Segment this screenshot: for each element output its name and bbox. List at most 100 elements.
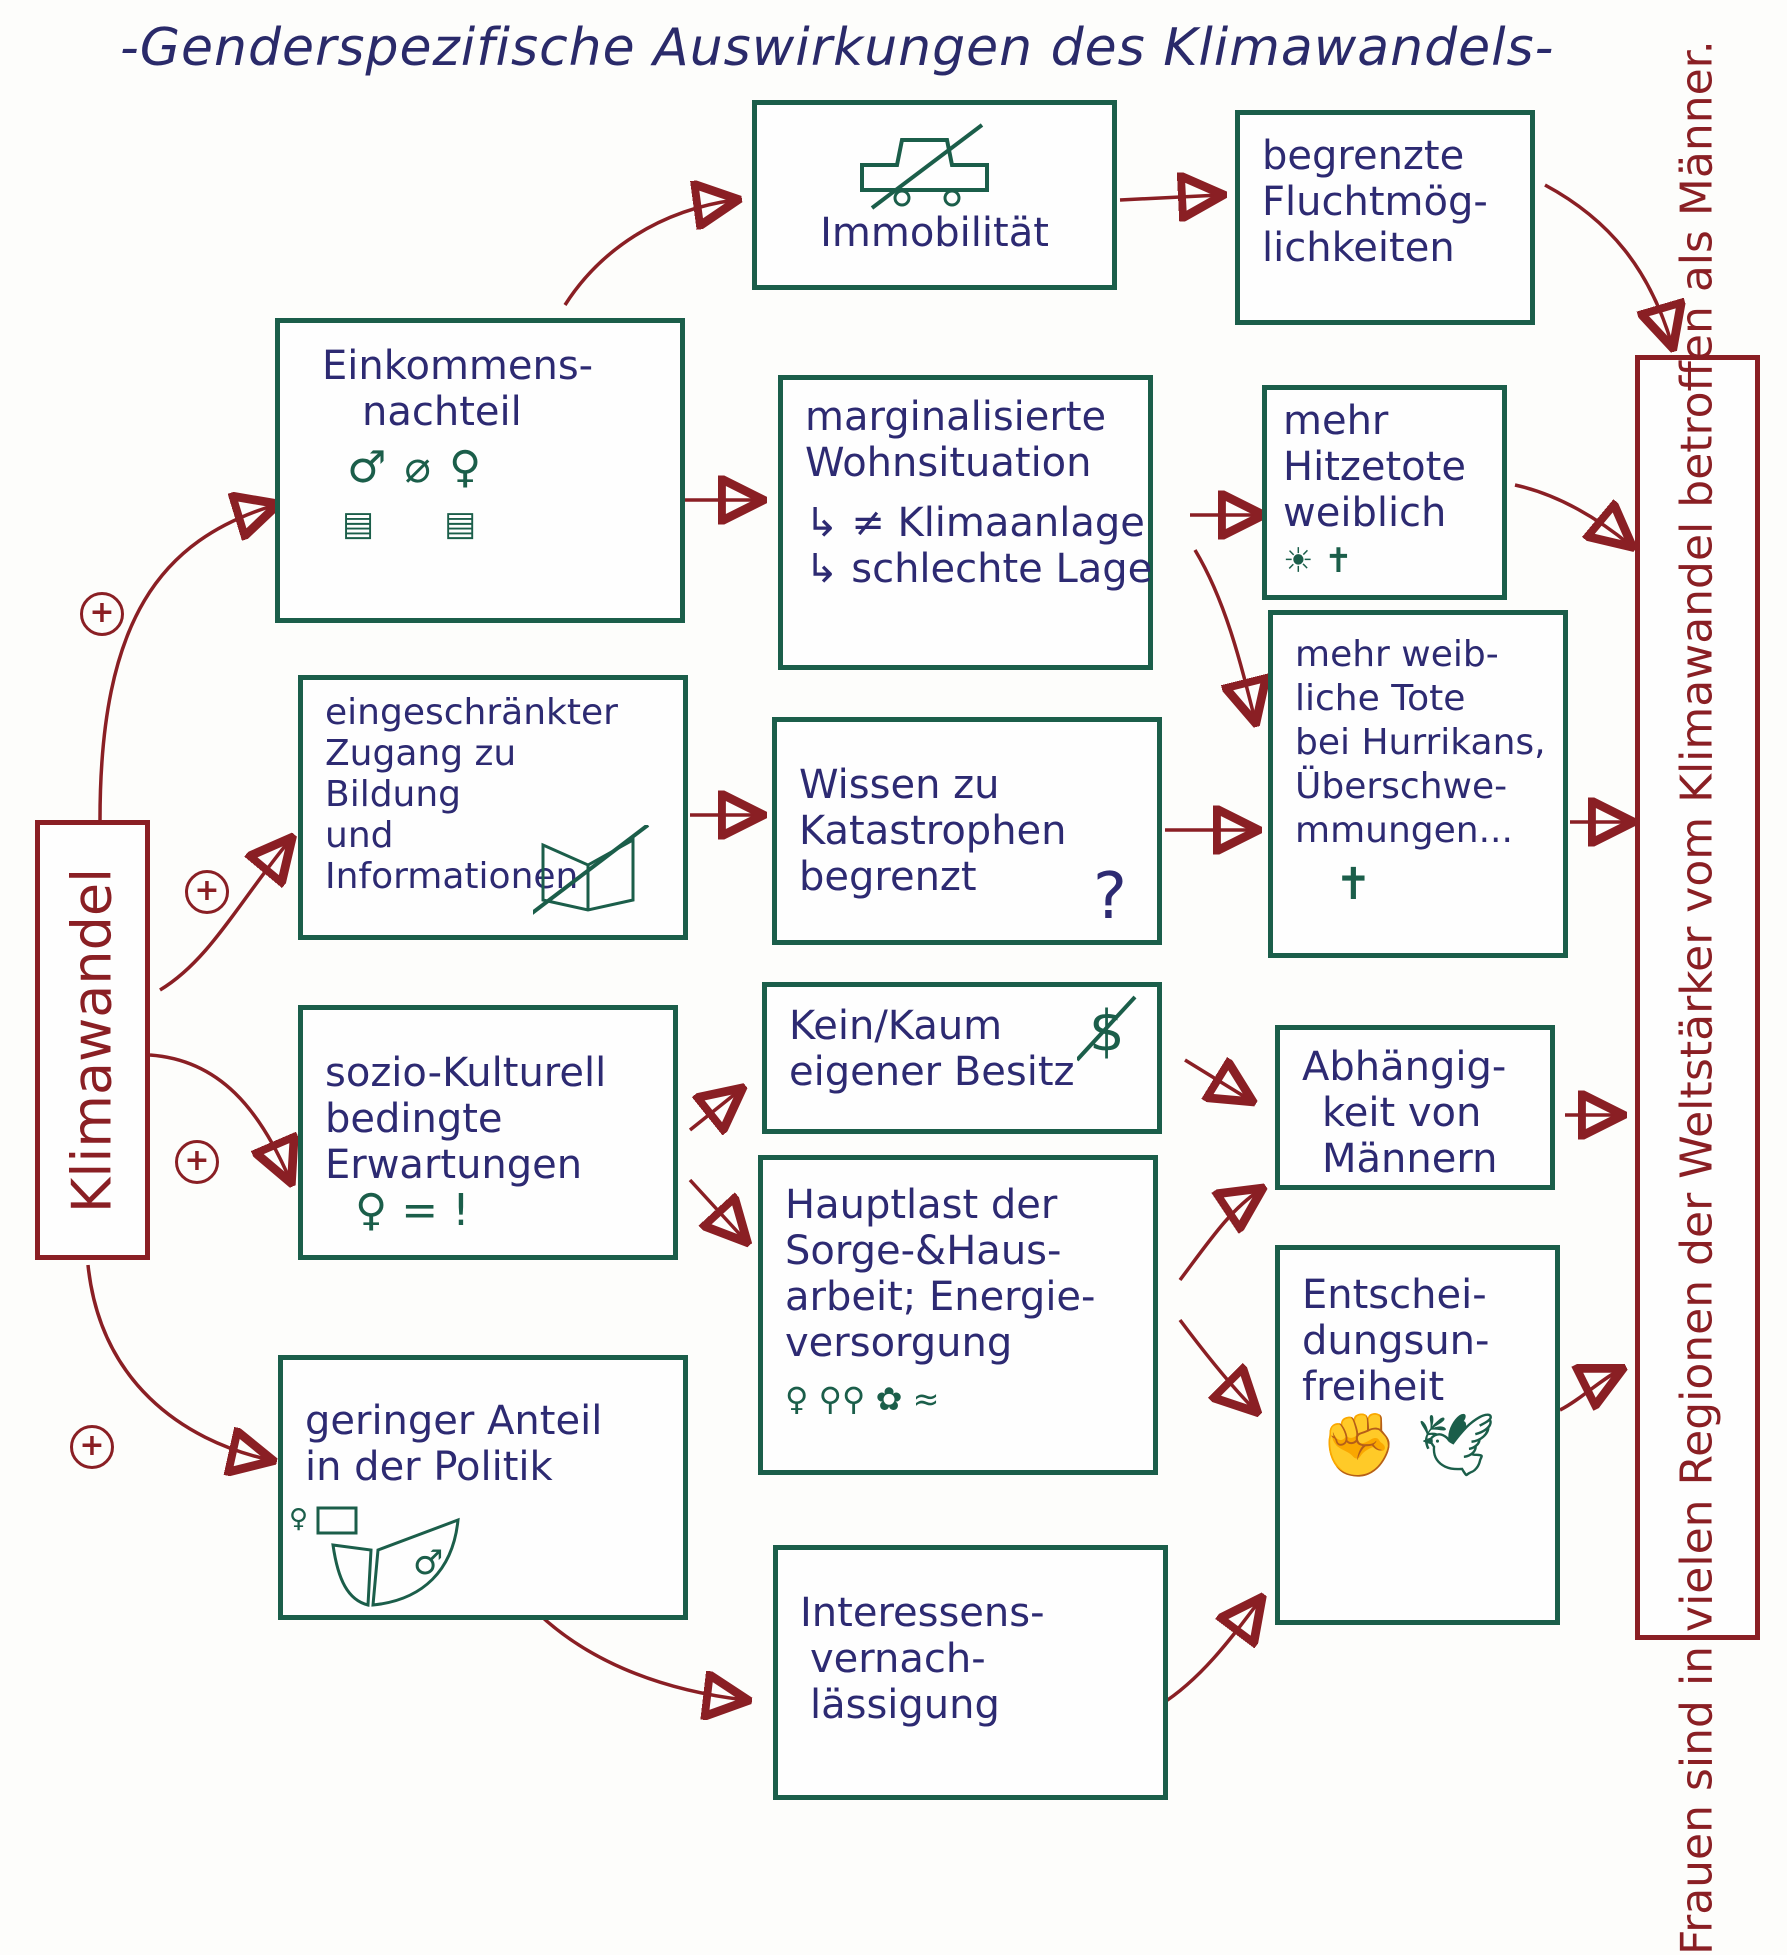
- arrow-interessen-entscheid: [1159, 1600, 1260, 1707]
- node-text: begrenzte: [1262, 133, 1465, 179]
- node-text: und: [325, 815, 394, 856]
- node-abhaengigkeit: Abhängig- keit von Männern: [1275, 1025, 1555, 1190]
- node-besitz: Kein/Kaum eigener Besitz $: [762, 982, 1162, 1134]
- node-text: arbeit; Energie-: [785, 1274, 1096, 1320]
- node-einkommensnachteil: Einkommens- nachteil ♂ ⌀ ♀ ▤ ▤: [275, 318, 685, 623]
- node-weibliche-tote: mehr weib- liche Tote bei Hurrikans, Übe…: [1268, 610, 1568, 958]
- node-text: freiheit: [1302, 1364, 1445, 1410]
- crossed-car-icon: [860, 123, 989, 210]
- arrow-sozio-hauptlast: [688, 1178, 745, 1240]
- node-text: lässigung: [810, 1682, 1000, 1728]
- node-text: Immobilität: [820, 210, 1049, 256]
- money-stack-tall-icon: ▤: [342, 504, 375, 544]
- arrow-einkommen-immobil: [563, 200, 735, 306]
- node-text: vernach-: [810, 1636, 986, 1682]
- conclusion-node: Frauen sind in vielen Regionen der Welt …: [1635, 40, 1760, 1955]
- arrow-besitz-abhaengig: [1184, 1060, 1250, 1100]
- node-interessen: Interessens- vernach- lässigung: [773, 1545, 1168, 1800]
- node-politik: geringer Anteil in der Politik ♀ ♂: [278, 1355, 688, 1620]
- arrow-klima-politik: [86, 1264, 270, 1460]
- node-text: bedingte: [325, 1096, 503, 1142]
- male-symbol-icon: ♂: [347, 442, 387, 493]
- node-sozio-kulturell: sozio-Kulturell bedingte Erwartungen ♀ =…: [298, 1005, 678, 1260]
- node-hitzetote: mehr Hitzetote weiblich ☀ ✝: [1262, 385, 1507, 600]
- conclusion-line: stärker vom Klimawandel betroffen als Mä…: [1671, 40, 1723, 1082]
- node-entscheidungsunfreiheit: Entschei- dungsun- freiheit ✊ 🕊: [1275, 1245, 1560, 1625]
- arrow-layer: [86, 0, 1787, 1811]
- female-symbol-icon: ♀: [448, 442, 482, 493]
- node-text: Wissen zu: [799, 762, 1000, 808]
- node-text: Bildung: [325, 774, 462, 815]
- diagram-title: -Genderspezifische Auswirkungen des Klim…: [120, 18, 1555, 78]
- node-text: versorgung: [785, 1320, 1013, 1366]
- node-text: marginalisierte: [805, 394, 1107, 440]
- arrow-klima-sozio: [149, 1053, 290, 1180]
- node-text: sozio-Kulturell: [325, 1050, 607, 1096]
- plus-sign-sozio: +: [175, 1140, 219, 1184]
- arrow-immobil-flucht: [1119, 195, 1220, 200]
- family-wood-water-icons: ♀ ⚲⚲ ✿ ≈: [785, 1380, 940, 1418]
- node-text: Informationen: [325, 856, 579, 897]
- node-text: Überschwe-: [1295, 766, 1508, 807]
- node-text: Abhängig-: [1302, 1044, 1507, 1090]
- node-text: begrenzt: [799, 854, 977, 900]
- node-text: liche Tote: [1295, 678, 1466, 719]
- node-wohnsituation: marginalisierte Wohnsituation ↳ ≠ Klimaa…: [778, 375, 1153, 670]
- node-text: mehr weib-: [1295, 634, 1499, 675]
- arrow-klima-bildung: [159, 840, 290, 992]
- money-stack-short-icon: ▤: [444, 504, 477, 544]
- crossed-dollar-icon: $: [1077, 995, 1137, 1064]
- node-text: ↳ ≠ Klimaanlage: [805, 500, 1145, 546]
- arrow-hitze-conclusion: [1514, 483, 1630, 545]
- arrow-hauptlast-entscheid: [1178, 1318, 1255, 1410]
- node-text: Kein/Kaum: [789, 1003, 1003, 1049]
- node-text: Zugang zu: [325, 733, 517, 774]
- source-node-klimawandel: Klimawandel: [35, 820, 150, 1260]
- female-symbol-icon: ♀: [289, 1504, 309, 1534]
- node-immobilitaet: Immobilität: [752, 100, 1117, 290]
- node-text: Männern: [1322, 1136, 1498, 1182]
- plus-sign-politik: +: [70, 1425, 114, 1469]
- gravestone-icon: ✝: [1335, 859, 1372, 910]
- node-text: lichkeiten: [1262, 225, 1455, 271]
- female-equals-exclamation-icon: ♀ = !: [355, 1185, 470, 1236]
- node-text: Wohnsituation: [805, 440, 1092, 486]
- node-fluchtmoeglichkeiten: begrenzte Fluchtmög- lichkeiten: [1235, 110, 1535, 325]
- node-text: Katastrophen: [799, 808, 1067, 854]
- node-text: bei Hurrikans,: [1295, 722, 1546, 763]
- crossed-fist-dove-icons: ✊ 🕊: [1320, 1408, 1496, 1481]
- node-text: Interessens-: [800, 1590, 1045, 1636]
- node-text: Sorge-&Haus-: [785, 1228, 1062, 1274]
- node-text: eigener Besitz: [789, 1049, 1075, 1095]
- node-text: eingeschränkter: [325, 692, 618, 733]
- source-label: Klimawandel: [60, 867, 124, 1213]
- sun-gravestone-icons: ☀ ✝: [1283, 541, 1353, 581]
- node-text: weiblich: [1283, 490, 1447, 536]
- crossed-book-icon: [533, 825, 650, 915]
- node-hauptlast: Hauptlast der Sorge-&Haus- arbeit; Energ…: [758, 1155, 1158, 1475]
- plus-sign-bildung: +: [185, 870, 229, 914]
- node-text: keit von: [1322, 1090, 1482, 1136]
- node-text: in der Politik: [305, 1444, 553, 1490]
- arrow-hauptlast-abhaengig: [1178, 1190, 1260, 1282]
- plus-sign-einkommen: +: [80, 592, 124, 636]
- node-text: nachteil: [362, 389, 522, 435]
- arrow-wohn-tote: [1193, 549, 1255, 720]
- arrow-politik-interessen: [523, 1598, 745, 1700]
- parliament-seats-icon: [316, 1506, 460, 1607]
- arrow-flucht-conclusion: [1544, 183, 1672, 345]
- arrow-klima-einkommen: [98, 505, 275, 821]
- node-text: Fluchtmög-: [1262, 179, 1488, 225]
- node-text: Einkommens-: [322, 343, 594, 389]
- node-bildung: eingeschränkter Zugang zu Bildung und In…: [298, 675, 688, 940]
- node-text: Erwartungen: [325, 1142, 583, 1188]
- conclusion-line: Frauen sind in vielen Regionen der Welt: [1671, 1081, 1723, 1955]
- arrow-sozio-besitz: [688, 1090, 740, 1130]
- question-mark-icon: ?: [1093, 860, 1127, 934]
- node-text: Hitzetote: [1283, 444, 1466, 490]
- node-text: dungsun-: [1302, 1318, 1490, 1364]
- no-symbol-icon: ⌀: [404, 442, 431, 493]
- node-text: Entschei-: [1302, 1272, 1487, 1318]
- node-text: mehr: [1283, 398, 1389, 444]
- node-wissen: Wissen zu Katastrophen begrenzt ?: [772, 717, 1162, 945]
